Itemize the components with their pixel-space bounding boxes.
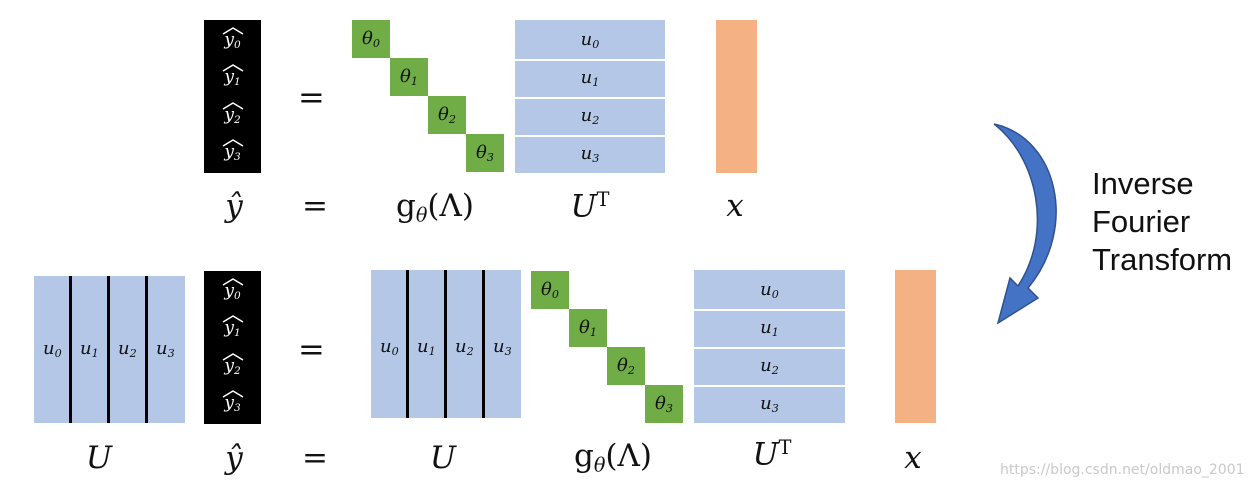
curved-arrow-icon [993,123,1057,325]
theta-box: θ2 [428,96,466,134]
u-col-label: u0 [380,336,399,359]
u-col-label: u1 [80,338,99,361]
yhat-vector-top: y0 y1 y2 y3 [204,20,261,173]
ut-row: u1 [515,59,665,95]
yhat-entry: y1 [222,64,243,88]
ut-label-bottom: UT [752,436,792,473]
u-col-label: u2 [455,336,474,359]
u-col-label: u3 [493,336,512,359]
u-col-label: u2 [118,338,137,361]
ut-matrix-top: u0 u1 u2 u3 [515,20,665,173]
yhat-label-top: ŷ [225,188,243,224]
x-vector-bottom [895,270,936,423]
yhat-vector-bottom: y0 y1 y2 y3 [204,271,261,424]
equals-sign: = [298,78,325,116]
ut-row: u1 [694,309,845,345]
yhat-entry: y3 [222,139,243,163]
u-col-label: u1 [417,336,436,359]
yhat-entry: y0 [222,27,243,51]
ut-row: u0 [760,278,779,302]
ut-row: u2 [694,347,845,383]
arrow-caption: Inverse Fourier Transform [1092,166,1233,277]
ut-row: u0 [580,28,600,52]
yhat-entry: y2 [222,353,243,377]
yhat-label-bottom: ŷ [225,440,243,476]
theta-box: θ2 [607,347,645,385]
theta-box: θ3 [466,134,504,172]
theta-box: θ0 [531,271,569,309]
g-theta-label-bottom: gθ(Λ) [574,438,652,477]
yhat-entry: y1 [222,315,243,339]
ut-matrix-bottom: u0 u1 u2 u3 [694,270,845,423]
u-label-mid: U [429,440,457,476]
ut-label-top: UT [570,188,610,225]
yhat-entry: y3 [222,390,243,414]
theta-box: θ0 [352,20,390,58]
equals-label-top: = [302,188,328,224]
u-label-bottom: U [85,440,113,476]
theta-box: θ1 [390,58,428,96]
ut-row: u2 [515,97,665,133]
equals-label-bottom: = [302,440,328,476]
u-col-label: u0 [43,338,62,361]
u-matrix-mid: u0 u1 u2 u3 [371,270,521,418]
equals-sign: = [298,330,325,368]
x-vector-top [716,20,757,173]
x-label-bottom: x [904,440,922,476]
u-col-label: u3 [156,338,175,361]
ut-row: u3 [515,135,665,171]
theta-box: θ1 [569,309,607,347]
yhat-entry: y0 [222,278,243,302]
x-label-top: x [726,188,744,224]
g-theta-label-top: gθ(Λ) [396,188,474,227]
ut-row: u3 [694,385,845,421]
theta-box: θ3 [645,385,683,423]
watermark: https://blog.csdn.net/oldmao_2001 [1000,462,1245,478]
u-matrix-bottom: u0 u1 u2 u3 [34,276,185,423]
yhat-entry: y2 [222,102,243,126]
